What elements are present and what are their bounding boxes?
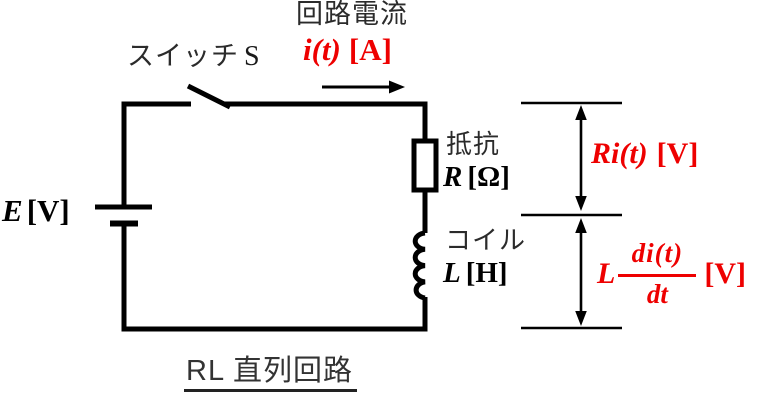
- resistor-voltage-unit: [V]: [656, 137, 699, 170]
- resistor-voltage-var: Ri(t): [591, 137, 648, 170]
- coil-symbol: [412, 230, 426, 301]
- wire-top-right: [224, 101, 428, 141]
- battery-symbol: [95, 204, 152, 227]
- inductor-voltage-label: L di(t) dt [V]: [597, 238, 746, 310]
- switch-symbol-letter: S: [244, 41, 261, 72]
- coil-symbol-label: L[H]: [443, 257, 508, 289]
- inductor-voltage-denominator: dt: [646, 279, 668, 310]
- diagram-title: RL 直列回路: [184, 355, 358, 393]
- coil-name: コイル: [445, 225, 527, 255]
- current-var: i(t): [303, 32, 341, 67]
- resistor-unit: [Ω]: [467, 161, 510, 193]
- resistor-voltage-label: Ri(t)[V]: [591, 137, 699, 170]
- inductor-voltage-fraction: di(t) dt: [618, 238, 697, 310]
- inductor-voltage-coef: L: [597, 256, 616, 290]
- resistor-box: [411, 138, 439, 193]
- resistor-voltage-arrow: [575, 105, 587, 211]
- inductor-voltage-unit: [V]: [704, 256, 746, 290]
- switch-name: スイッチ: [127, 41, 239, 71]
- resistor-name: 抵抗: [446, 129, 501, 159]
- current-symbol: i(t)[A]: [303, 33, 392, 66]
- measurement-ticks: [521, 101, 622, 330]
- fraction-bar: [618, 274, 697, 278]
- inductor-voltage-arrow: [575, 218, 587, 326]
- current-arrow: [322, 80, 405, 94]
- switch-blade: [186, 83, 232, 110]
- source-label: E[V]: [2, 194, 70, 227]
- wire-bottom-loop: [121, 224, 428, 332]
- source-var: E: [2, 193, 23, 228]
- wire-left-upper: [121, 101, 191, 206]
- coil-var: L: [443, 257, 461, 289]
- current-label: 回路電流: [296, 0, 408, 29]
- source-unit: [V]: [26, 193, 70, 228]
- inductor-voltage-numerator: di(t): [631, 238, 684, 268]
- current-unit: [A]: [348, 32, 392, 67]
- resistor-var: R: [443, 161, 463, 193]
- coil-unit: [H]: [465, 257, 508, 289]
- resistor-symbol-label: R[Ω]: [443, 161, 510, 193]
